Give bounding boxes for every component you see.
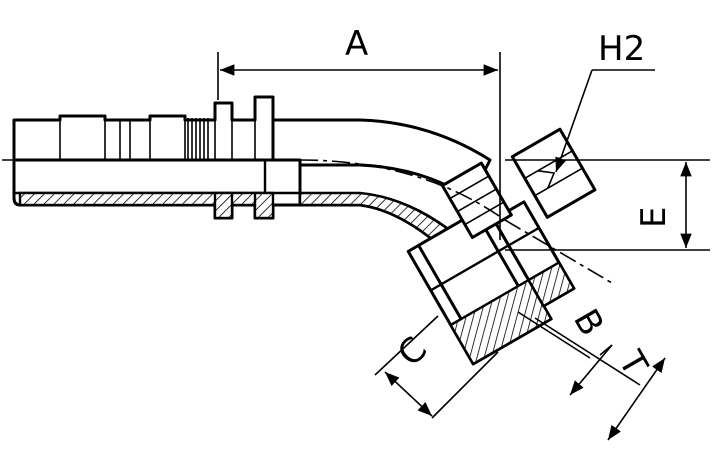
label-e: E (634, 207, 674, 228)
dimension-a: A (217, 24, 501, 240)
label-c: C (390, 329, 435, 374)
centre-lines (2, 159, 613, 284)
hose-tail (12, 95, 302, 220)
dimension-e: E (505, 159, 710, 251)
leader-h2: H2 (555, 29, 655, 173)
label-a: A (345, 24, 368, 64)
knurl-band (187, 118, 209, 160)
label-h2: H2 (598, 29, 645, 69)
label-b: B (565, 303, 611, 343)
hex-nut (406, 200, 576, 366)
dimension-t: T (534, 317, 666, 441)
label-t: T (610, 344, 656, 383)
